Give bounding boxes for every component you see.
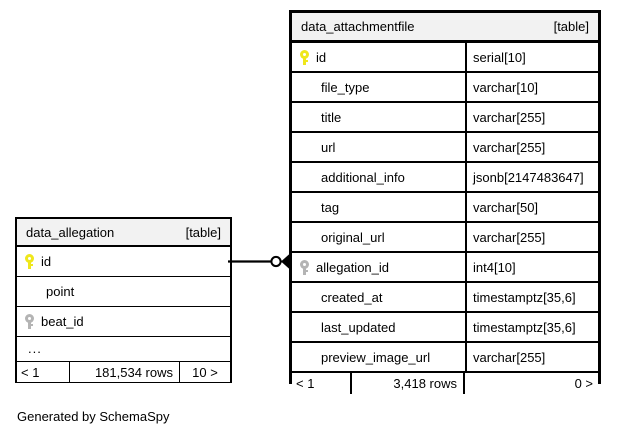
row-count: 3,418 rows [350, 373, 463, 394]
row-count: 181,534 rows [69, 362, 179, 382]
column-name-cell: title [292, 103, 465, 131]
column-name-cell: additional_info [292, 163, 465, 191]
more-columns-indicator: ... [28, 341, 42, 356]
table-title: data_allegation [26, 224, 115, 240]
column-name-cell: tag [292, 193, 465, 221]
primary-key-icon [24, 254, 37, 269]
column-name-cell: point [17, 277, 230, 306]
column-name-cell: id [17, 247, 230, 276]
column-type-cell: timestamptz[35,6] [465, 313, 598, 341]
column-type: varchar[50] [473, 199, 539, 215]
table-row[interactable]: file_type varchar[10] [292, 73, 598, 103]
column-type: varchar[255] [473, 229, 546, 245]
table-row[interactable]: id serial[10] [292, 43, 598, 73]
table-data-attachmentfile[interactable]: data_attachmentfile [table] id serial[10… [289, 10, 601, 394]
next-page-indicator[interactable]: 0 > [463, 373, 598, 394]
prev-page-indicator[interactable]: < 1 [21, 364, 40, 380]
column-name: original_url [321, 229, 385, 245]
column-name: created_at [321, 289, 383, 305]
column-name: file_type [321, 79, 370, 95]
table-footer-attachmentfile: < 1 3,418 rows 0 > [292, 373, 598, 394]
table-data-allegation[interactable]: data_allegation [table] id point beat_id… [15, 217, 232, 383]
column-name: point [46, 284, 75, 299]
column-type: varchar[10] [473, 79, 539, 95]
column-type: int4[10] [473, 259, 516, 275]
table-row[interactable]: beat_id [17, 307, 230, 337]
table-row[interactable]: point [17, 277, 230, 307]
foreign-key-icon [24, 314, 37, 329]
column-type: varchar[255] [473, 109, 546, 125]
table-row[interactable]: id [17, 247, 230, 277]
column-type-cell: varchar[255] [465, 343, 598, 371]
column-name: id [41, 254, 52, 269]
column-type: timestamptz[35,6] [473, 289, 576, 305]
table-header-attachmentfile: data_attachmentfile [table] [292, 13, 598, 43]
column-type-cell: varchar[10] [465, 73, 598, 101]
next-page-indicator[interactable]: 10 > [179, 362, 230, 382]
table-title: data_attachmentfile [301, 19, 415, 34]
column-name-cell: beat_id [17, 307, 230, 336]
table-row[interactable]: additional_info jsonb[2147483647] [292, 163, 598, 193]
column-name-cell: url [292, 133, 465, 161]
column-type: varchar[255] [473, 349, 546, 365]
column-name-cell: allegation_id [292, 253, 465, 281]
table-row[interactable]: preview_image_url varchar[255] [292, 343, 598, 373]
column-name: allegation_id [316, 259, 390, 275]
column-type: serial[10] [473, 49, 526, 65]
column-name-cell: id [292, 43, 465, 71]
column-type: varchar[255] [473, 139, 546, 155]
prev-page-indicator[interactable]: < 1 [296, 376, 315, 391]
table-row[interactable]: allegation_id int4[10] [292, 253, 598, 283]
column-type-cell: timestamptz[35,6] [465, 283, 598, 311]
generated-by-caption: Generated by SchemaSpy [17, 409, 170, 424]
column-type-cell: int4[10] [465, 253, 598, 281]
table-kind-label: [table] [185, 224, 221, 240]
table-header-allegation: data_allegation [table] [17, 219, 230, 247]
column-name-cell: file_type [292, 73, 465, 101]
table-row-more: ... [17, 337, 230, 362]
table-row[interactable]: original_url varchar[255] [292, 223, 598, 253]
more-columns-cell: ... [17, 337, 230, 361]
column-type-cell: varchar[255] [465, 103, 598, 131]
relationship-connector [228, 253, 290, 270]
column-type: jsonb[2147483647] [473, 169, 584, 185]
column-name: beat_id [41, 314, 84, 329]
table-row[interactable]: last_updated timestamptz[35,6] [292, 313, 598, 343]
table-row[interactable]: title varchar[255] [292, 103, 598, 133]
column-type: timestamptz[35,6] [473, 319, 576, 335]
column-type-cell: jsonb[2147483647] [465, 163, 598, 191]
column-name-cell: preview_image_url [292, 343, 465, 371]
table-footer-allegation: < 1 181,534 rows 10 > [17, 362, 230, 382]
column-name: last_updated [321, 319, 396, 335]
table-row[interactable]: tag varchar[50] [292, 193, 598, 223]
primary-key-icon [299, 49, 312, 65]
column-name: preview_image_url [321, 349, 431, 365]
column-name: id [316, 49, 327, 65]
table-row[interactable]: url varchar[255] [292, 133, 598, 163]
column-name-cell: original_url [292, 223, 465, 251]
zero-cardinality-circle [270, 255, 282, 268]
column-type-cell: varchar[255] [465, 133, 598, 161]
column-type-cell: varchar[50] [465, 193, 598, 221]
foreign-key-icon [299, 259, 312, 275]
column-name: title [321, 109, 342, 125]
column-name-cell: created_at [292, 283, 465, 311]
table-row[interactable]: created_at timestamptz[35,6] [292, 283, 598, 313]
column-type-cell: varchar[255] [465, 223, 598, 251]
column-name: tag [321, 199, 340, 215]
column-type-cell: serial[10] [465, 43, 598, 71]
table-kind-label: [table] [553, 19, 589, 34]
column-name: url [321, 139, 336, 155]
column-name-cell: last_updated [292, 313, 465, 341]
column-name: additional_info [321, 169, 405, 185]
